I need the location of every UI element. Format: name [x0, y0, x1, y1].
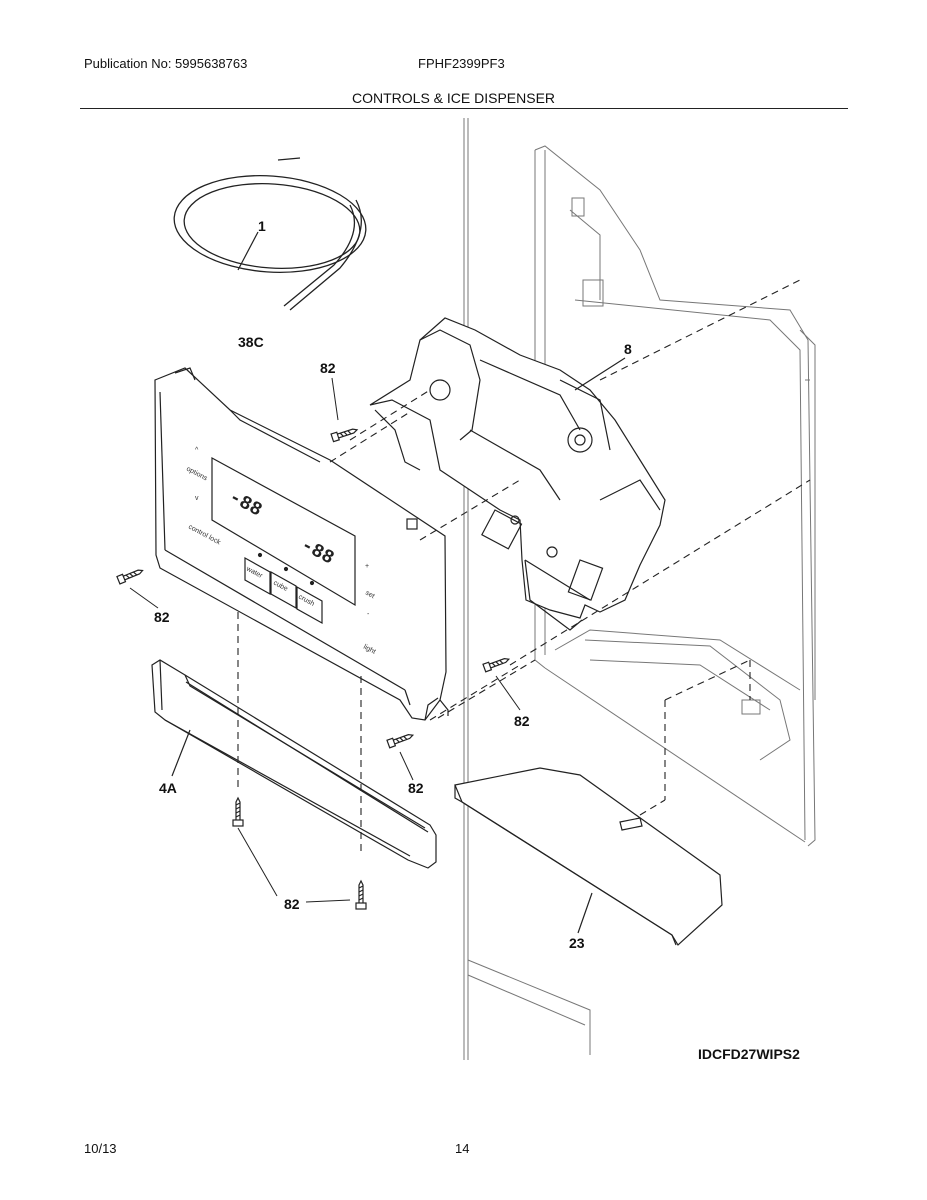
- callout-82-left: 82: [154, 609, 170, 625]
- footer-date: 10/13: [84, 1141, 117, 1156]
- callout-82-lower: 82: [408, 780, 424, 796]
- plus-label: +: [365, 563, 369, 570]
- callout-82-upper: 82: [320, 360, 336, 376]
- drip-tray: [454, 767, 723, 946]
- screw-upper-middle: [330, 428, 359, 443]
- up-arrow-label: ^: [195, 447, 199, 454]
- alignment-guides: [237, 279, 811, 852]
- callout-leader-23: [577, 892, 593, 934]
- footer-page-number: 14: [455, 1141, 470, 1156]
- callout-38c: 38C: [238, 334, 264, 350]
- screw-left: [116, 569, 144, 585]
- diagram-code: IDCFD27WIPS2: [698, 1046, 800, 1062]
- screw-callout-leaders: [129, 377, 521, 903]
- screw-bottom-right: [355, 879, 367, 910]
- callout-4a: 4A: [159, 780, 177, 796]
- callout-8: 8: [624, 341, 632, 357]
- dispenser-assembly: [369, 317, 666, 631]
- callout-1: 1: [258, 218, 266, 234]
- callout-numbers: 1 38C 82 8 82 82 4A 82 82 23: [154, 218, 632, 951]
- callout-leader-4a: [171, 729, 191, 777]
- minus-label: -: [367, 611, 370, 618]
- callout-leader-8: [574, 357, 626, 391]
- tubing-coil: [173, 157, 367, 311]
- publication-number: Publication No: 5995638763: [84, 56, 248, 71]
- callout-leader-1: [237, 231, 259, 271]
- callout-82-right: 82: [514, 713, 530, 729]
- screw-right: [482, 658, 511, 673]
- set-label: set: [364, 590, 376, 601]
- model-number: FPHF2399PF3: [418, 56, 505, 71]
- control-panel-housing: [154, 367, 449, 721]
- screw-bottom-left: [232, 796, 244, 827]
- callout-23: 23: [569, 935, 585, 951]
- trim-strip: [151, 659, 437, 869]
- screw-lower-middle: [386, 734, 415, 749]
- section-title: CONTROLS & ICE DISPENSER: [352, 90, 556, 106]
- header-rule: [80, 108, 848, 109]
- down-arrow-label: v: [195, 495, 199, 502]
- callout-82-bottom: 82: [284, 896, 300, 912]
- refrigerator-door: [463, 118, 816, 1060]
